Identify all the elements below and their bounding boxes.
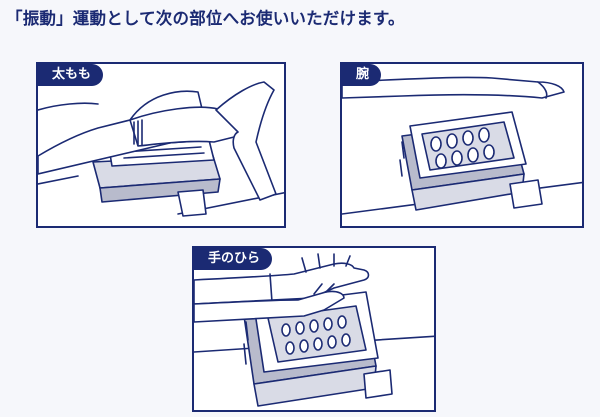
- panel-palm: 手のひら: [192, 246, 436, 412]
- panel-label-thigh: 太もも: [38, 64, 104, 86]
- palms-on-vibration-machine-icon: [194, 253, 434, 407]
- arm-on-vibration-machine-icon: [342, 76, 582, 215]
- page-title: 「振動」運動として次の部位へお使いいただけます。: [6, 9, 405, 28]
- panel-thigh: 太もも: [36, 62, 286, 228]
- panel-label-arm: 腕: [342, 64, 382, 86]
- panel-label-palm: 手のひら: [194, 248, 273, 270]
- thigh-on-vibration-machine-icon: [38, 81, 284, 217]
- panel-arm: 腕: [340, 62, 584, 228]
